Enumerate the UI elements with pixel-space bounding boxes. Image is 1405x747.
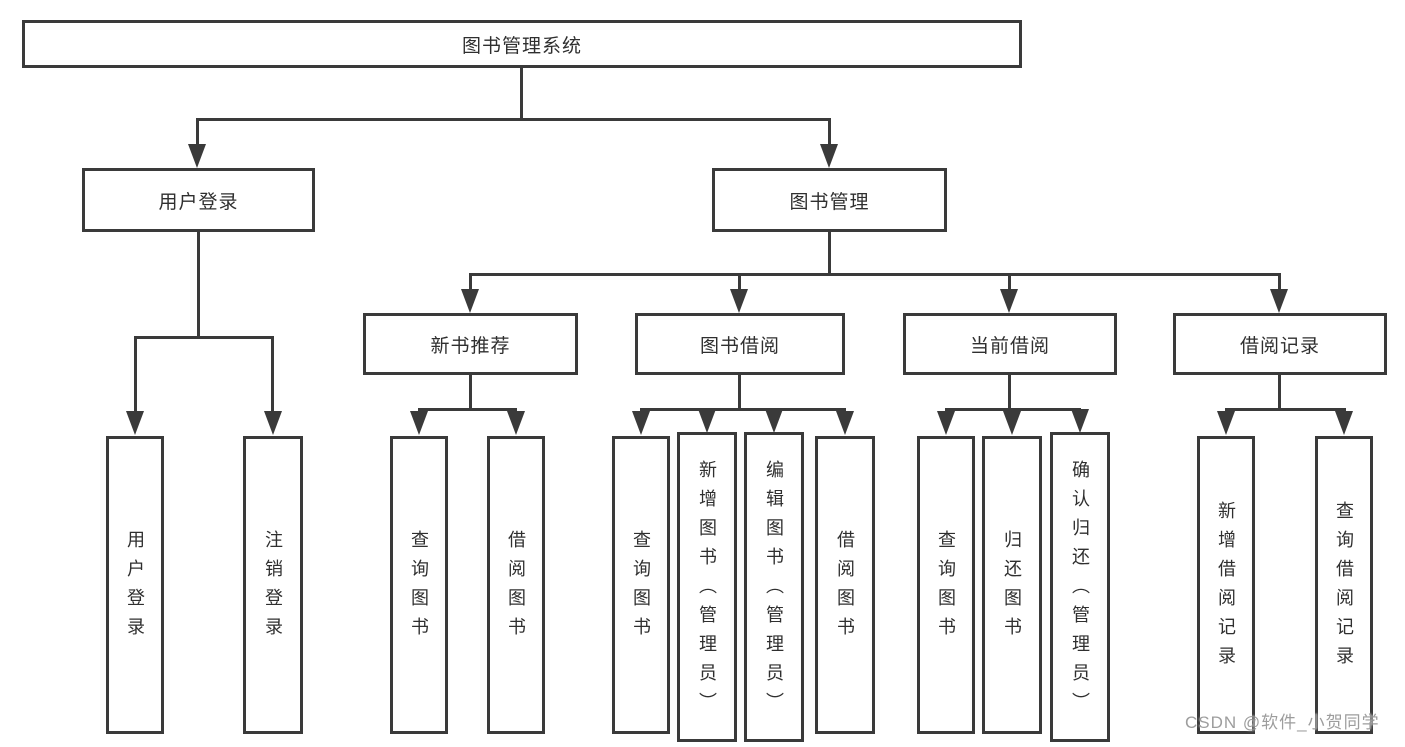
arrow-down-icon: [1003, 411, 1021, 435]
connector-level2-bus: [469, 273, 1281, 276]
arrow-down-icon: [937, 411, 955, 435]
arrow-down-icon: [1217, 411, 1235, 435]
leaf-borrow-books-1: 借阅图书: [487, 436, 545, 734]
node-new-book-recommend: 新书推荐: [363, 313, 578, 375]
arrow-down-icon: [1270, 289, 1288, 313]
leaf-query-books-3: 查询图书: [917, 436, 975, 734]
node-root: 图书管理系统: [22, 20, 1022, 68]
arrow-down-icon: [264, 411, 282, 435]
connector-shaft: [134, 336, 137, 413]
node-book-borrow: 图书借阅: [635, 313, 845, 375]
arrow-down-icon: [1000, 289, 1018, 313]
arrow-down-icon: [188, 144, 206, 168]
arrow-down-icon: [836, 411, 854, 435]
connector-shaft: [1008, 273, 1011, 293]
arrow-down-icon: [507, 411, 525, 435]
leaf-confirm-return-admin: 确认归还（管理员）: [1050, 432, 1110, 742]
node-current-borrow: 当前借阅: [903, 313, 1117, 375]
leaf-query-borrow-record: 查询借阅记录: [1315, 436, 1373, 734]
arrow-down-icon: [1071, 409, 1089, 433]
connector-login-bus: [134, 336, 274, 339]
leaf-logout: 注销登录: [243, 436, 303, 734]
arrow-down-icon: [1335, 411, 1353, 435]
arrow-down-icon: [632, 411, 650, 435]
connector-shaft: [828, 118, 831, 148]
connector-shaft: [271, 336, 274, 413]
connector-level1-bus: [197, 118, 831, 121]
arrow-down-icon: [698, 409, 716, 433]
arrow-down-icon: [410, 411, 428, 435]
connector-bus: [945, 408, 1081, 411]
connector-bus: [1225, 408, 1345, 411]
connector-bus: [418, 408, 517, 411]
connector-shaft: [1278, 273, 1281, 293]
connector-stub: [1008, 375, 1011, 408]
arrow-down-icon: [126, 411, 144, 435]
leaf-edit-books-admin: 编辑图书（管理员）: [744, 432, 804, 742]
leaf-borrow-books-2: 借阅图书: [815, 436, 875, 734]
connector-shaft: [738, 273, 741, 293]
connector-stub: [738, 375, 741, 408]
connector-bus: [640, 408, 846, 411]
watermark: CSDN @软件_小贺同学: [1185, 713, 1380, 732]
node-user-login: 用户登录: [82, 168, 315, 232]
leaf-query-books-2: 查询图书: [612, 436, 670, 734]
node-book-management: 图书管理: [712, 168, 947, 232]
arrow-down-icon: [730, 289, 748, 313]
connector-login-stub: [197, 232, 200, 336]
connector-stub: [1278, 375, 1281, 408]
connector-root-stub: [520, 68, 523, 118]
connector-shaft: [469, 273, 472, 293]
connector-stub: [469, 375, 472, 408]
connector-mgmt-stub: [828, 232, 831, 273]
arrow-down-icon: [765, 409, 783, 433]
arrow-down-icon: [461, 289, 479, 313]
leaf-add-borrow-record: 新增借阅记录: [1197, 436, 1255, 734]
leaf-user-login: 用户登录: [106, 436, 164, 734]
connector-shaft: [196, 118, 199, 148]
arrow-down-icon: [820, 144, 838, 168]
node-borrow-records: 借阅记录: [1173, 313, 1387, 375]
leaf-return-books: 归还图书: [982, 436, 1042, 734]
leaf-query-books-1: 查询图书: [390, 436, 448, 734]
leaf-add-books-admin: 新增图书（管理员）: [677, 432, 737, 742]
